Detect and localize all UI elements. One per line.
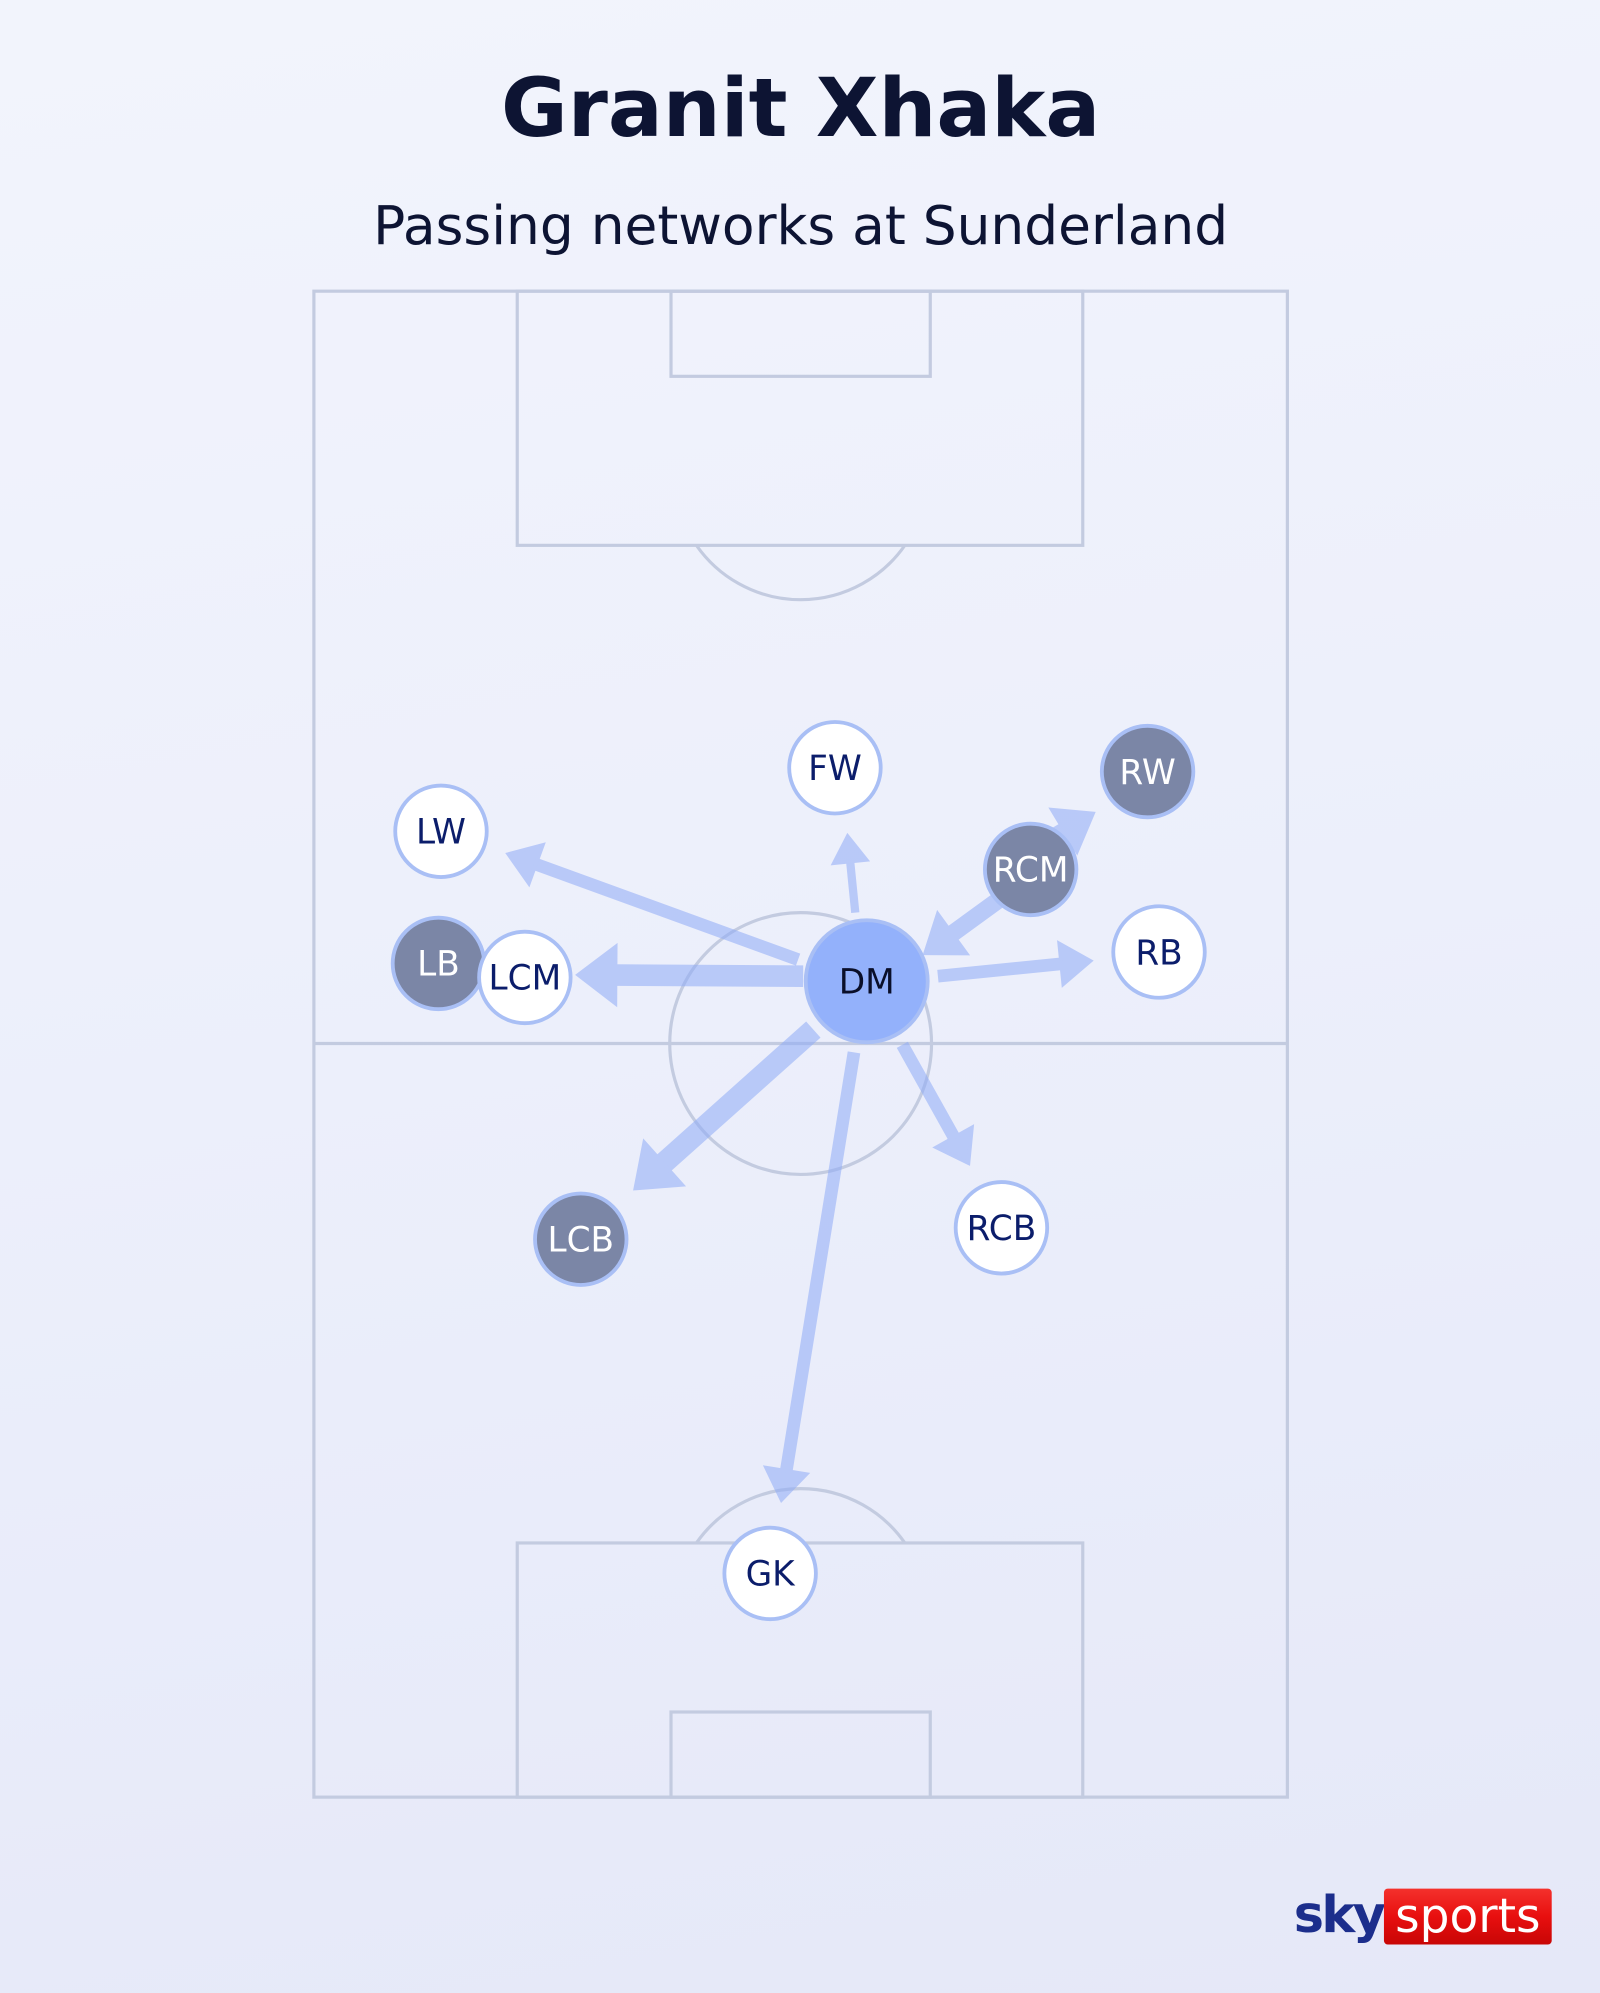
pass-arrow-head <box>762 1465 811 1504</box>
center-circle <box>668 911 934 1177</box>
player-circle <box>477 929 573 1026</box>
pass-arrow-shaft <box>896 1041 960 1141</box>
pass-arrow-head <box>932 1124 975 1166</box>
pass-arrow-head <box>1048 807 1096 856</box>
player-label: LCB <box>547 1221 614 1261</box>
player-label: RCB <box>967 1209 1037 1249</box>
player-label: LW <box>416 813 466 853</box>
player-circle <box>983 821 1079 918</box>
player-node-rb: RB <box>1111 904 1207 1000</box>
pass-arrow-shaft <box>656 1021 821 1172</box>
player-label: LB <box>417 945 460 985</box>
top-penalty-box <box>515 289 1085 547</box>
player-circle <box>393 783 489 879</box>
player-label: RW <box>1119 753 1175 793</box>
player-node-rw: RW <box>1099 723 1196 820</box>
pass-arrow-shaft <box>533 858 801 966</box>
player-label: RB <box>1135 933 1182 973</box>
pass-arrow-dm-to-gk <box>762 1051 861 1504</box>
pass-arrow-shaft <box>947 889 1010 941</box>
pass-arrow-dm-to-rb <box>937 940 1094 988</box>
player-node-lb: LB <box>390 915 487 1012</box>
pass-arrow-dm-to-lcm <box>575 942 804 1008</box>
top-penalty-arc <box>695 544 907 602</box>
sky-sports-logo: sky sports <box>1294 1885 1552 1945</box>
page-title: Granit Xhaka <box>501 62 1100 156</box>
player-circle <box>1111 904 1207 1000</box>
player-label: FW <box>808 749 862 789</box>
player-circle <box>803 918 930 1045</box>
top-six-yard-box <box>669 289 932 378</box>
pass-arrow-head <box>505 842 546 888</box>
logo-sports: sports <box>1395 1889 1540 1944</box>
pass-arrow-shaft <box>779 1051 861 1472</box>
player-label: DM <box>839 963 895 1003</box>
player-node-lcb: LCB <box>533 1191 629 1287</box>
player-label: GK <box>746 1555 797 1595</box>
player-circle <box>787 720 883 816</box>
players: FW RW LW RCM RB LB LCM DM LCB RCB GK <box>390 720 1207 1622</box>
pass-arrow-head <box>633 1138 687 1191</box>
logo-sports-badge <box>1383 1888 1552 1945</box>
pass-arrow-rcm-to-dm <box>922 889 1010 956</box>
player-node-rcm: RCM <box>983 821 1079 918</box>
pass-arrows <box>505 807 1096 1504</box>
pass-arrow-shaft <box>937 957 1062 983</box>
player-node-rcb: RCB <box>953 1180 1050 1276</box>
pass-arrow-shaft <box>615 964 804 987</box>
pitch <box>312 289 1289 1799</box>
bottom-six-yard-box <box>669 1710 932 1799</box>
player-circle <box>953 1180 1050 1276</box>
player-node-lw: LW <box>393 783 489 879</box>
pass-arrow-dm-to-lw <box>505 842 801 966</box>
player-circle <box>1099 723 1196 820</box>
pass-arrow-dm-to-lcb <box>633 1021 821 1191</box>
player-label: RCM <box>993 851 1069 891</box>
page-subtitle: Passing networks at Sunderland <box>373 194 1228 257</box>
pass-arrow-head <box>1057 940 1094 988</box>
player-label: LCM <box>489 959 562 999</box>
pass-arrow-head <box>922 909 971 956</box>
player-circle <box>533 1191 629 1287</box>
player-circle <box>722 1525 818 1622</box>
pass-arrow-shaft <box>846 861 860 914</box>
player-node-gk: GK <box>722 1525 818 1622</box>
player-node-lcm: LCM <box>477 929 573 1026</box>
pass-arrow-head <box>575 942 618 1008</box>
pass-arrow-dm-to-fw <box>830 832 871 914</box>
player-node-fw: FW <box>787 720 883 816</box>
bottom-penalty-arc <box>695 1487 907 1544</box>
logo-sky: sky <box>1294 1885 1386 1944</box>
pass-arrow-dm-to-rcb <box>896 1041 975 1166</box>
player-node-dm: DM <box>803 918 930 1045</box>
pass-arrow-head <box>830 832 871 866</box>
